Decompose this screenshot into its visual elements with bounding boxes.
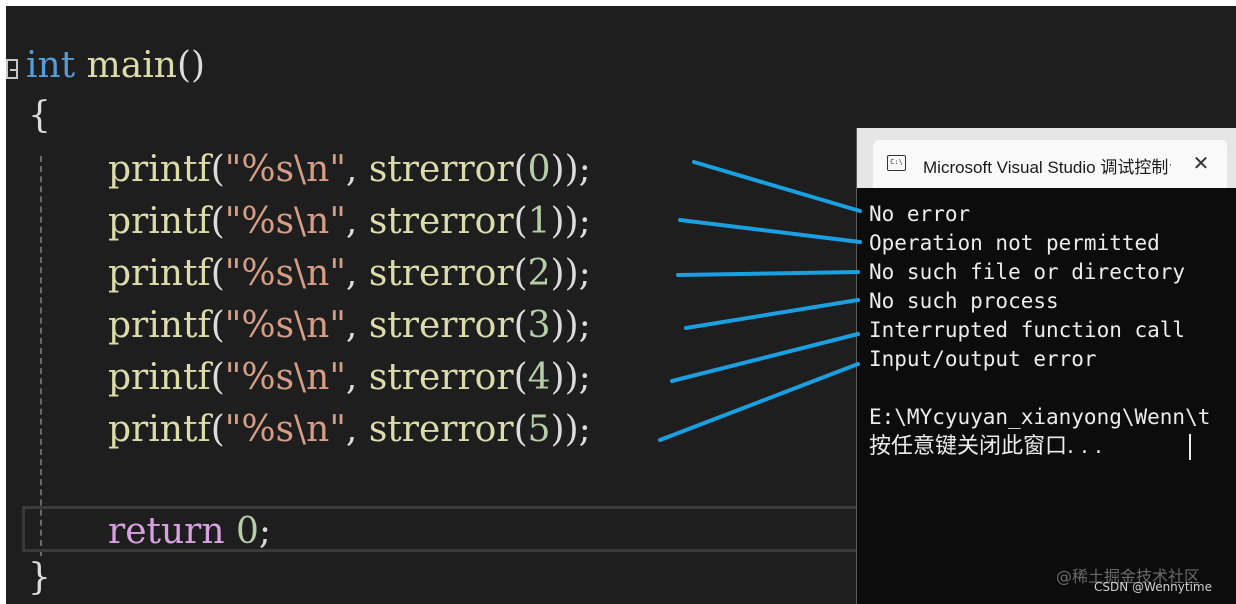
- indent-guide: [40, 156, 42, 556]
- annotation-arrow-4: [670, 332, 860, 383]
- terminal-icon: C:\: [887, 155, 906, 171]
- code-line-return[interactable]: return 0;: [108, 506, 271, 558]
- closing-parens: ));: [550, 253, 591, 294]
- console-output-1: Operation not permitted: [869, 231, 1160, 255]
- keyword-return: return: [108, 511, 225, 552]
- closing-parens: ));: [550, 149, 591, 190]
- paren: (: [210, 253, 225, 294]
- format-string: "%s\n": [224, 149, 346, 190]
- strerror-call: strerror: [368, 305, 514, 346]
- code-line-printf-4[interactable]: printf("%s\n", strerror(4));: [108, 352, 591, 404]
- console-output-2: No such file or directory: [869, 260, 1186, 284]
- closing-parens: ));: [550, 409, 591, 450]
- paren: (: [210, 409, 225, 450]
- annotation-arrow-2: [676, 270, 860, 277]
- format-string: "%s\n": [224, 357, 346, 398]
- closing-parens: ));: [550, 357, 591, 398]
- console-titlebar: C:\ Microsoft Visual Studio 调试控制台 ✕: [857, 128, 1236, 188]
- function-main: main: [86, 45, 177, 86]
- strerror-call: strerror: [368, 149, 514, 190]
- paren: (: [513, 201, 528, 242]
- juejin-watermark: @稀土掘金技术社区: [1056, 567, 1201, 586]
- console-output-3: No such process: [869, 289, 1059, 313]
- code-line-printf-0[interactable]: printf("%s\n", strerror(0));: [108, 144, 591, 196]
- comma: ,: [345, 409, 369, 450]
- collapse-toggle-icon[interactable]: [6, 59, 18, 79]
- printf-call: printf: [108, 305, 211, 346]
- paren: (: [210, 201, 225, 242]
- comma: ,: [345, 253, 369, 294]
- code-line-printf-3[interactable]: printf("%s\n", strerror(3));: [108, 300, 591, 352]
- comma: ,: [345, 305, 369, 346]
- annotation-arrow-0: [692, 160, 862, 213]
- errno-arg: 1: [527, 201, 551, 242]
- comma: ,: [345, 201, 369, 242]
- strerror-call: strerror: [368, 357, 514, 398]
- return-value: 0: [236, 511, 259, 552]
- code-line-printf-2[interactable]: printf("%s\n", strerror(2));: [108, 248, 591, 300]
- debug-console-window[interactable]: C:\ Microsoft Visual Studio 调试控制台 ✕ No e…: [856, 128, 1236, 604]
- format-string: "%s\n": [224, 201, 346, 242]
- console-tab-title: Microsoft Visual Studio 调试控制台: [923, 158, 1171, 175]
- console-cursor: [1189, 434, 1191, 460]
- format-string: "%s\n": [224, 253, 346, 294]
- comma: ,: [345, 357, 369, 398]
- console-path: E:\MYcyuyan_xianyong\Wenn\t: [869, 405, 1211, 429]
- errno-arg: 2: [527, 253, 551, 294]
- printf-call: printf: [108, 149, 211, 190]
- closing-parens: ));: [550, 201, 591, 242]
- close-brace: }: [28, 557, 51, 598]
- printf-call: printf: [108, 201, 211, 242]
- strerror-call: strerror: [368, 409, 514, 450]
- close-icon[interactable]: ✕: [1192, 151, 1210, 175]
- closing-parens: ));: [550, 305, 591, 346]
- paren: (: [513, 305, 528, 346]
- paren: (: [513, 253, 528, 294]
- semicolon: ;: [258, 511, 272, 552]
- console-output-5: Input/output error: [869, 347, 1097, 371]
- main-parens: (): [176, 45, 206, 86]
- printf-call: printf: [108, 409, 211, 450]
- code-line-open-brace[interactable]: {: [28, 90, 51, 142]
- errno-arg: 4: [527, 357, 551, 398]
- printf-call: printf: [108, 253, 211, 294]
- keyword-int: int: [26, 45, 76, 86]
- code-line-main-signature[interactable]: int main(): [26, 40, 205, 92]
- format-string: "%s\n": [224, 409, 346, 450]
- comma: ,: [345, 149, 369, 190]
- console-output-0: No error: [869, 202, 971, 226]
- console-close-prompt: 按任意键关闭此窗口. . .: [869, 434, 1102, 459]
- code-line-printf-1[interactable]: printf("%s\n", strerror(1));: [108, 196, 591, 248]
- annotation-arrow-5: [658, 362, 860, 442]
- format-string: "%s\n": [224, 305, 346, 346]
- strerror-call: strerror: [368, 201, 514, 242]
- csdn-watermark: CSDN @Wennytime: [1094, 580, 1212, 594]
- console-tab[interactable]: C:\ Microsoft Visual Studio 调试控制台 ✕: [873, 140, 1227, 188]
- console-output-4: Interrupted function call: [869, 318, 1186, 342]
- code-line-printf-5[interactable]: printf("%s\n", strerror(5));: [108, 404, 591, 456]
- strerror-call: strerror: [368, 253, 514, 294]
- paren: (: [210, 305, 225, 346]
- paren: (: [513, 149, 528, 190]
- paren: (: [210, 357, 225, 398]
- annotation-arrow-1: [678, 218, 862, 244]
- errno-arg: 0: [527, 149, 551, 190]
- printf-call: printf: [108, 357, 211, 398]
- errno-arg: 3: [527, 305, 551, 346]
- open-brace: {: [28, 95, 51, 136]
- paren: (: [513, 409, 528, 450]
- annotation-arrow-3: [684, 298, 860, 330]
- paren: (: [513, 357, 528, 398]
- errno-arg: 5: [527, 409, 551, 450]
- paren: (: [210, 149, 225, 190]
- code-line-close-brace[interactable]: }: [28, 552, 51, 604]
